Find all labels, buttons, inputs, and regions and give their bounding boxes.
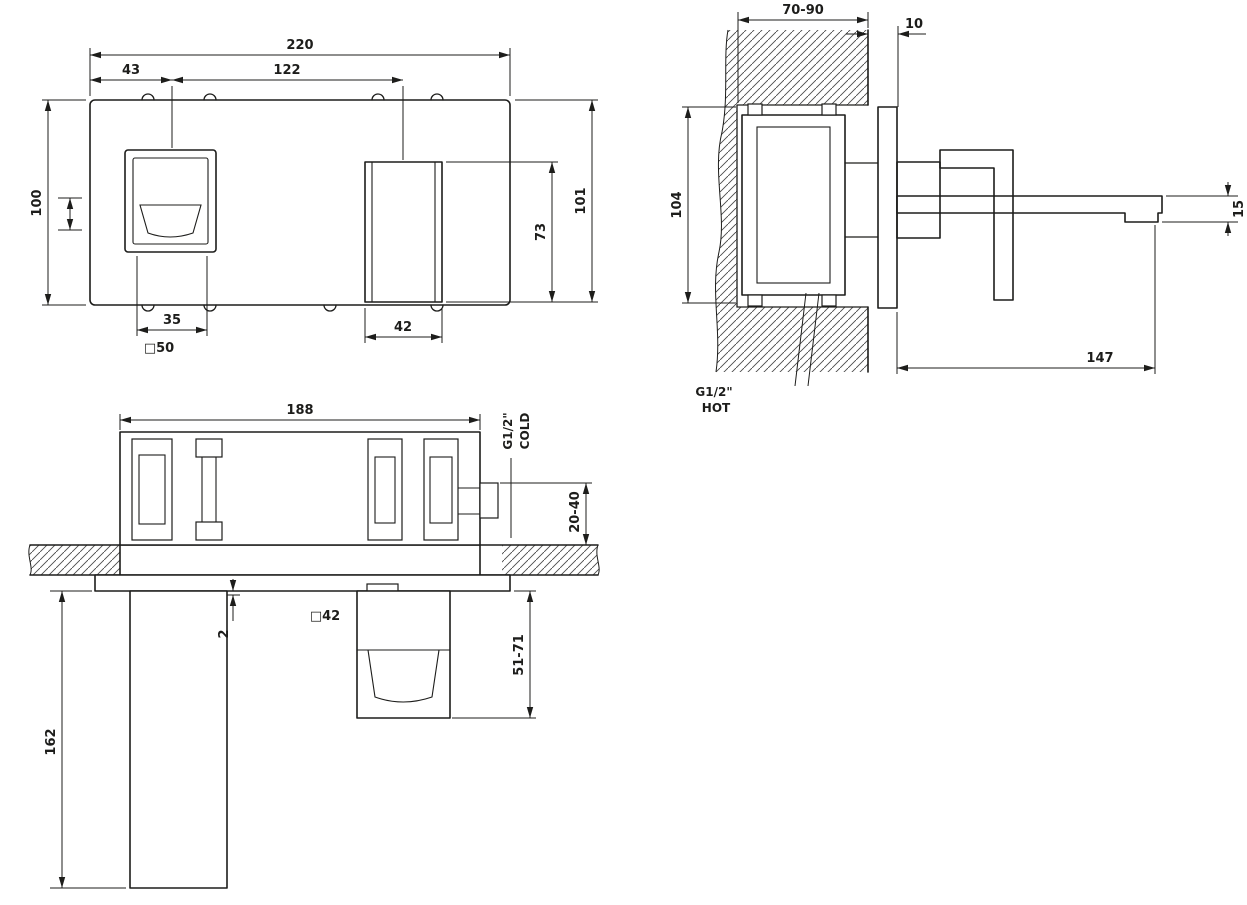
dim-188-label: 188 xyxy=(286,403,313,418)
dim-188: 188 xyxy=(119,403,481,430)
dim-162: 162 xyxy=(44,590,126,889)
screw-bumps-bottom xyxy=(141,304,444,312)
dim-104-label: 104 xyxy=(670,191,685,218)
centerline-ticks xyxy=(58,197,82,231)
handle-plan xyxy=(356,590,451,719)
dim-20-40: 20-40 xyxy=(500,482,592,545)
dim-51-71-label: 51-71 xyxy=(512,634,527,676)
dim-70-90: 70-90 xyxy=(737,3,869,103)
mounting-plate-side xyxy=(877,106,898,309)
dim-101: 101 xyxy=(446,99,598,303)
dim-162-label: 162 xyxy=(44,728,59,755)
dim-width-220: 220 xyxy=(89,38,511,96)
dim-42: 42 xyxy=(364,308,443,343)
dim-15: 15 xyxy=(1162,182,1247,236)
handle-side xyxy=(896,149,1014,301)
cold-thread-label: G1/2" xyxy=(501,412,515,449)
wall-break-edge-left xyxy=(28,544,32,576)
wall-break-edge-right xyxy=(596,544,600,576)
dim-10-label: 10 xyxy=(905,17,923,32)
spout-side xyxy=(896,195,1163,223)
dim-square-50: □50 xyxy=(144,341,174,356)
dim-sq50-label: □50 xyxy=(144,341,174,356)
dim-square-42: □42 xyxy=(310,609,340,624)
wall-section-side xyxy=(715,29,869,373)
dim-35: 35 xyxy=(136,256,208,336)
dim-104: 104 xyxy=(670,106,736,304)
hot-leader-lines xyxy=(794,292,820,387)
dim-70-90-label: 70-90 xyxy=(782,3,824,18)
dim-42-label: 42 xyxy=(394,320,412,335)
dim-220-label: 220 xyxy=(286,38,313,53)
dim-2-label: 2 xyxy=(217,629,232,638)
spout-plan xyxy=(129,590,228,889)
mounting-plate-plan xyxy=(94,574,511,592)
cold-inlet-callout: G1/2" COLD xyxy=(501,412,532,538)
dim-147-label: 147 xyxy=(1086,351,1113,366)
handle-front xyxy=(124,149,217,253)
dim-10: 10 xyxy=(846,17,926,107)
side-view: 70-90 10 104 15 147 G1/2" HOT xyxy=(670,3,1247,415)
dim-sq42-label: □42 xyxy=(310,609,340,624)
dim-15-label: 15 xyxy=(1232,200,1247,218)
dim-147: 147 xyxy=(896,225,1156,374)
recessed-body-side xyxy=(741,103,879,307)
front-view: 220 43 122 100 73 10 xyxy=(30,38,598,356)
dim-73-label: 73 xyxy=(534,223,549,241)
wall-break-edge xyxy=(715,29,729,373)
plan-view: 188 G1/2" COLD 20-40 2 xyxy=(28,403,600,889)
dim-height-100: 100 xyxy=(30,99,86,306)
dim-51-71: 51-71 xyxy=(452,590,536,719)
hot-thread-label: G1/2" xyxy=(695,385,732,399)
dim-43-label: 43 xyxy=(122,63,140,78)
cold-label: COLD xyxy=(518,413,532,450)
hot-label: HOT xyxy=(702,401,731,415)
wall-recess-hole xyxy=(736,104,869,308)
dim-20-40-label: 20-40 xyxy=(568,491,583,533)
dim-122: 122 xyxy=(172,63,404,160)
dim-73: 73 xyxy=(446,161,558,302)
screw-bumps-top xyxy=(141,93,444,101)
dim-100-label: 100 xyxy=(30,189,45,216)
cold-inlet-fitting xyxy=(479,482,499,519)
wall-section-plan xyxy=(28,544,600,576)
plate-notch xyxy=(366,583,399,592)
spout-front xyxy=(364,161,443,303)
cartridge-sleeve xyxy=(844,162,879,238)
dim-101-label: 101 xyxy=(574,187,589,214)
dim-35-label: 35 xyxy=(163,313,181,328)
dim-43: 43 xyxy=(90,63,173,148)
recessed-body-plan xyxy=(119,431,499,576)
hot-inlet-callout: G1/2" HOT xyxy=(695,292,820,415)
dim-2: 2 xyxy=(217,579,240,639)
dim-122-label: 122 xyxy=(273,63,300,78)
